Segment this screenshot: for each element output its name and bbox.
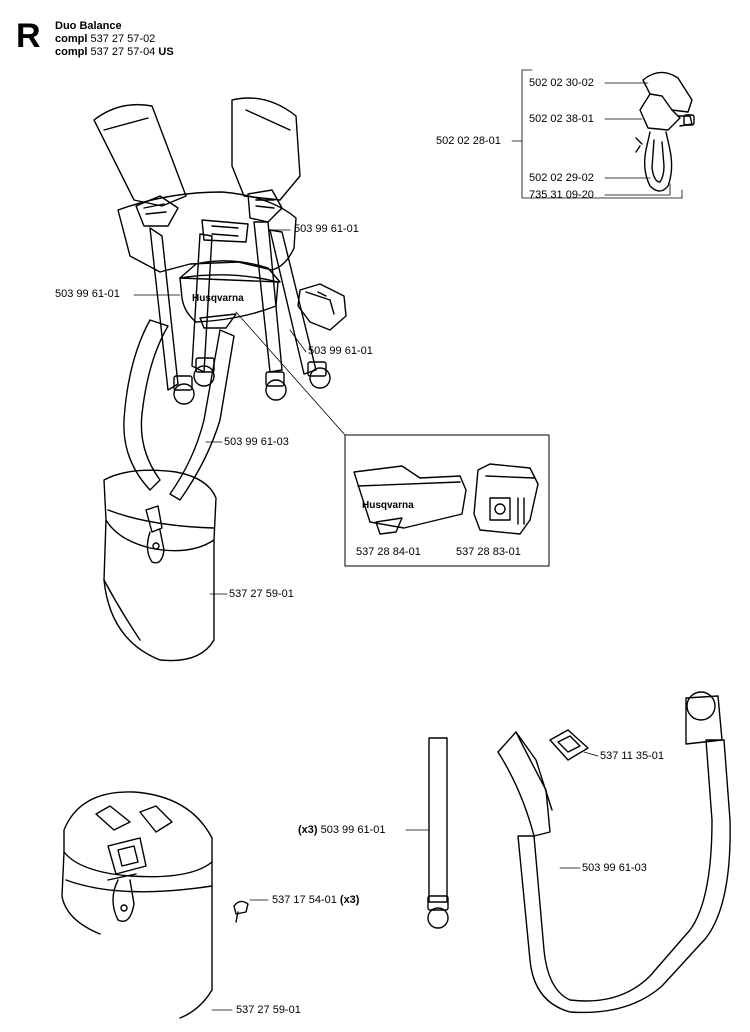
callout-502-02-29-02: 502 02 29-02 xyxy=(529,172,594,184)
callout-harness-right-strap: 503 99 61-01 xyxy=(294,223,359,235)
callout-537-28-83-01: 537 28 83-01 xyxy=(456,546,521,558)
inset-detail-box: Husqvarna xyxy=(344,434,550,567)
section-letter: R xyxy=(16,17,41,55)
harness-drawing: Husqvarna xyxy=(93,97,347,662)
callout-502-02-38-01: 502 02 38-01 xyxy=(529,113,594,125)
callout-735-31-09-20: 735 31 09-20 xyxy=(529,189,594,201)
hip-pad-drawing xyxy=(61,791,249,1019)
husqvarna-logo-harness: Husqvarna xyxy=(192,293,244,304)
assembly-title: Duo Balance xyxy=(55,20,122,32)
callout-single-strap: (x3) 503 99 61-01 xyxy=(298,824,386,836)
callout-537-28-84-01: 537 28 84-01 xyxy=(356,546,421,558)
single-strap-drawing xyxy=(427,737,449,929)
page-header: Duo Balance compl 537 27 57-02 compl 537… xyxy=(55,20,174,59)
callout-537-11-35-01: 537 11 35-01 xyxy=(600,750,665,762)
callout-screw: 537 17 54-01 (x3) xyxy=(272,894,360,906)
callout-hip-pad-bottom: 537 27 59-01 xyxy=(236,1004,301,1016)
callout-502-02-30-02: 502 02 30-02 xyxy=(529,77,594,89)
hook-assembly-drawing xyxy=(635,71,695,192)
assembly-number-line-1: compl 537 27 57-02 xyxy=(55,33,156,45)
hip-pad-leader-lines xyxy=(211,899,269,1011)
callout-hip-strap: 503 99 61-03 xyxy=(224,436,289,448)
callout-loose-strap: 503 99 61-03 xyxy=(582,862,647,874)
loose-strap-drawing xyxy=(497,691,731,1014)
husqvarna-logo-inset: Husqvarna xyxy=(362,500,414,511)
callout-harness-left-strap: 503 99 61-01 xyxy=(55,288,120,300)
harness-leader-lines xyxy=(133,229,346,595)
callout-hip-pad: 537 27 59-01 xyxy=(229,588,294,600)
hook-leader-lines xyxy=(511,69,683,199)
assembly-number-line-2: compl 537 27 57-04 US xyxy=(55,46,174,58)
callout-502-02-28-01: 502 02 28-01 xyxy=(436,135,501,147)
callout-pad-strap: 503 99 61-01 xyxy=(308,345,373,357)
loose-strap-leader-lines xyxy=(559,751,599,869)
